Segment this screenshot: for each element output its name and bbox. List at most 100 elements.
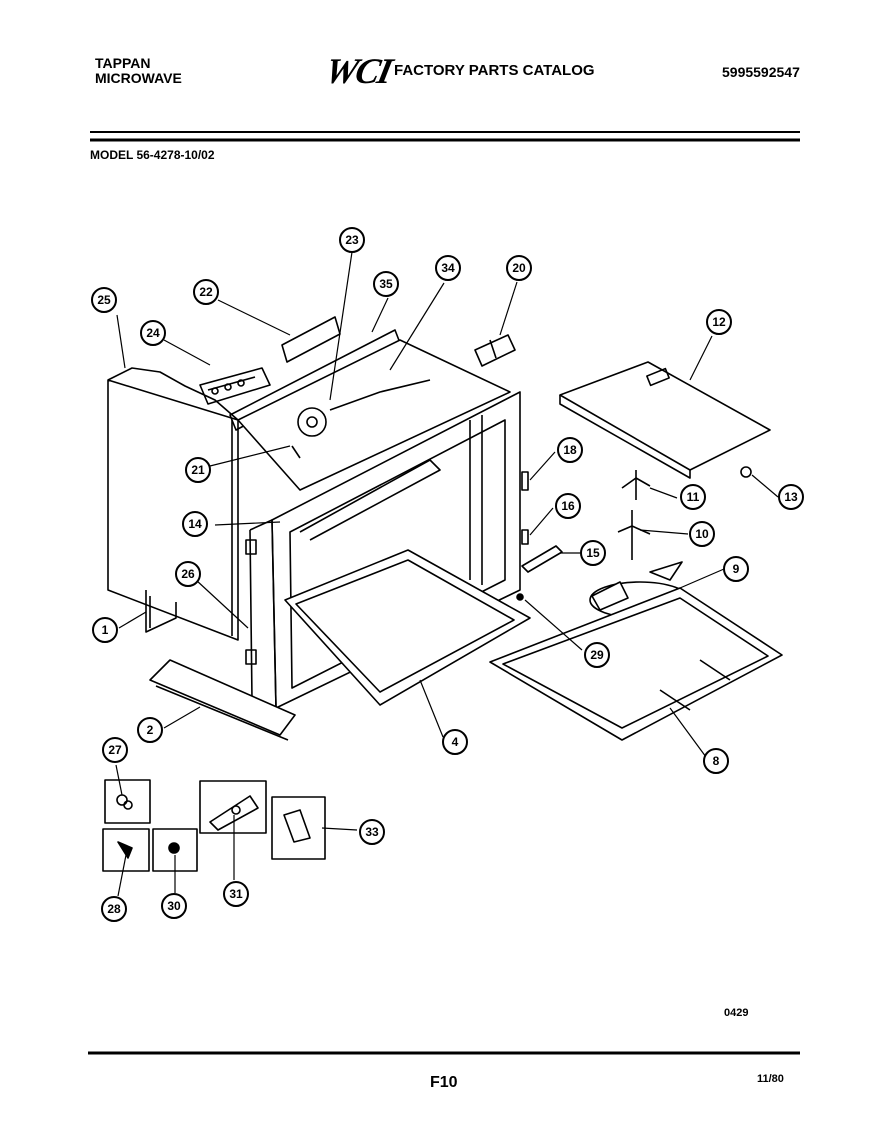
callout-label: 11 xyxy=(687,490,700,504)
leader-lines xyxy=(115,251,779,897)
callout-circle xyxy=(223,881,249,907)
callout-10: 10 xyxy=(689,521,715,547)
callout-22: 22 xyxy=(193,279,219,305)
callout-circle xyxy=(555,493,581,519)
callout-circle xyxy=(580,540,606,566)
callout-33: 33 xyxy=(359,819,385,845)
bottom-plate-part xyxy=(489,587,783,741)
hardware-box-27 xyxy=(104,779,151,824)
callout-29: 29 xyxy=(584,642,610,668)
callout-label: 21 xyxy=(191,463,205,477)
callout-label: 30 xyxy=(167,899,181,913)
callout-circle xyxy=(373,271,399,297)
callout-label: 31 xyxy=(229,887,243,901)
diagram-code: 0429 xyxy=(724,1007,749,1019)
callout-34: 34 xyxy=(435,255,461,281)
callout-circle xyxy=(92,617,118,643)
callout-11: 11 xyxy=(680,484,706,510)
callout-label: 20 xyxy=(512,261,526,275)
base-legs-part xyxy=(145,590,177,633)
side-panel-part xyxy=(107,367,239,641)
glass-tray-part xyxy=(284,549,531,706)
callout-circle xyxy=(101,896,127,922)
callout-8: 8 xyxy=(703,748,729,774)
callout-14: 14 xyxy=(182,511,208,537)
callout-12: 12 xyxy=(706,309,732,335)
top-panel-part xyxy=(237,339,511,491)
callout-circle xyxy=(435,255,461,281)
hardware-box-28 xyxy=(102,828,150,872)
bracket-part xyxy=(474,334,516,367)
callout-circle xyxy=(506,255,532,281)
callout-circle xyxy=(778,484,804,510)
callout-label: 29 xyxy=(590,648,604,662)
callout-circle xyxy=(140,320,166,346)
callout-1: 1 xyxy=(92,617,118,643)
callout-label: 35 xyxy=(379,277,393,291)
callout-24: 24 xyxy=(140,320,166,346)
callout-18: 18 xyxy=(557,437,583,463)
callout-20: 20 xyxy=(506,255,532,281)
callout-label: 34 xyxy=(441,261,455,275)
callout-label: 28 xyxy=(107,902,121,916)
callout-9: 9 xyxy=(723,556,749,582)
callout-circle xyxy=(359,819,385,845)
outer-cover-part xyxy=(559,361,771,479)
callout-label: 2 xyxy=(147,723,154,737)
callout-label: 15 xyxy=(586,546,600,560)
callout-label: 14 xyxy=(188,517,202,531)
callout-label: 33 xyxy=(365,825,379,839)
callout-circle xyxy=(91,287,117,313)
callout-30: 30 xyxy=(161,893,187,919)
callout-label: 9 xyxy=(733,562,740,576)
callout-4: 4 xyxy=(442,729,468,755)
callout-circle xyxy=(185,457,211,483)
callout-circle xyxy=(689,521,715,547)
callout-circle xyxy=(339,227,365,253)
catalog-title: FACTORY PARTS CATALOG xyxy=(394,62,595,79)
callout-circle xyxy=(723,556,749,582)
callout-label: 25 xyxy=(97,293,111,307)
hardware-box-31 xyxy=(199,780,267,834)
callout-circle xyxy=(193,279,219,305)
callout-label: 10 xyxy=(695,527,709,541)
callout-label: 24 xyxy=(146,326,160,340)
callout-label: 8 xyxy=(713,754,720,768)
footer-date: 11/80 xyxy=(757,1073,784,1085)
callout-23: 23 xyxy=(339,227,365,253)
callout-label: 18 xyxy=(563,443,577,457)
callout-label: 13 xyxy=(784,490,798,504)
callout-circle xyxy=(175,561,201,587)
part-number: 5995592547 xyxy=(722,64,800,80)
stirrer-parts xyxy=(617,470,651,560)
callout-25: 25 xyxy=(91,287,117,313)
callout-circle xyxy=(161,893,187,919)
callout-2: 2 xyxy=(137,717,163,743)
callout-circle xyxy=(680,484,706,510)
callout-label: 27 xyxy=(108,743,122,757)
callout-circle xyxy=(557,437,583,463)
model-number: MODEL 56-4278-10/02 xyxy=(90,148,215,162)
hardware-box-33 xyxy=(271,796,326,860)
callout-label: 26 xyxy=(181,567,195,581)
bottom-rail-part xyxy=(149,659,296,741)
callout-15: 15 xyxy=(580,540,606,566)
callout-circle xyxy=(137,717,163,743)
callout-label: 22 xyxy=(199,285,213,299)
callout-27: 27 xyxy=(102,737,128,763)
callout-circle xyxy=(102,737,128,763)
brand-line-1: TAPPAN xyxy=(95,55,151,71)
small-switch-parts xyxy=(516,466,752,601)
callout-13: 13 xyxy=(778,484,804,510)
callout-26: 26 xyxy=(175,561,201,587)
callout-35: 35 xyxy=(373,271,399,297)
callout-21: 21 xyxy=(185,457,211,483)
callout-label: 23 xyxy=(345,233,359,247)
callout-label: 4 xyxy=(452,735,459,749)
header-rule xyxy=(90,131,800,142)
brand: TAPPAN MICROWAVE xyxy=(95,56,182,86)
callout-circle xyxy=(584,642,610,668)
